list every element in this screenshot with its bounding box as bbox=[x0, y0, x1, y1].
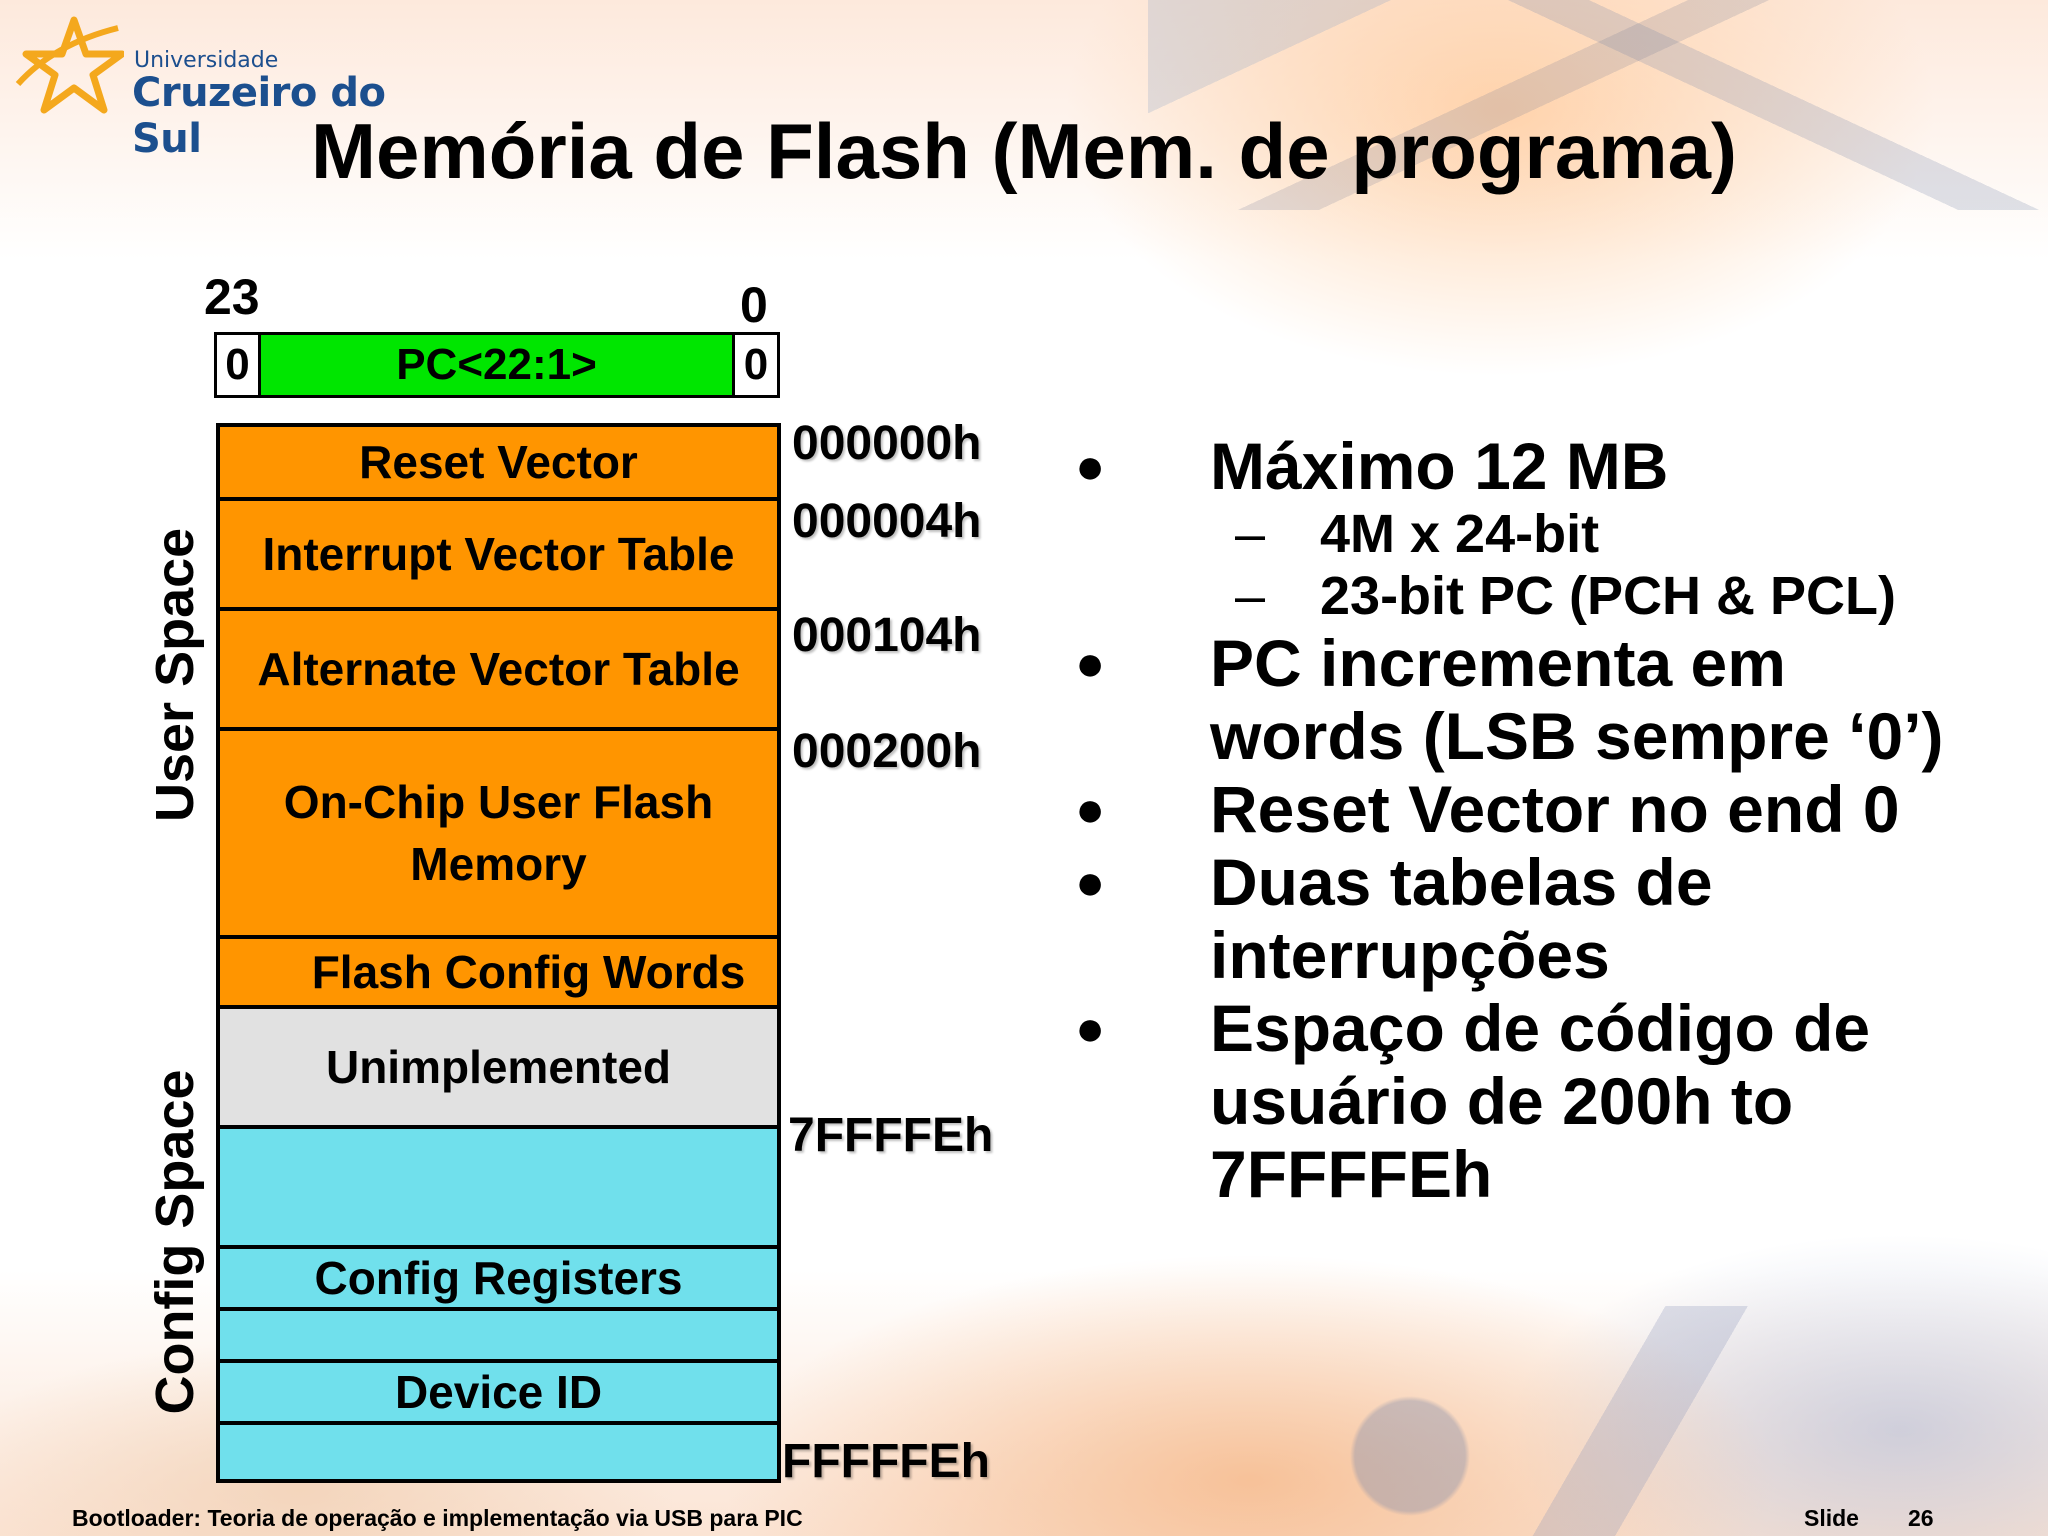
dash-icon: – bbox=[1235, 566, 1266, 626]
bullet-list: ● Máximo 12 MB – 4M x 24-bit – 23-bit PC… bbox=[1060, 430, 2020, 1211]
bullet-dot-icon: ● bbox=[1075, 854, 1106, 910]
star-icon bbox=[15, 16, 124, 114]
bullet-text-line: interrupções bbox=[1210, 918, 1610, 992]
bullet-item: ● Espaço de código de usuário de 200h to… bbox=[1060, 992, 2020, 1211]
footer-text: Bootloader: Teoria de operação e impleme… bbox=[72, 1505, 803, 1531]
bullet-dot-icon: ● bbox=[1075, 438, 1106, 494]
config-space-label: Config Space bbox=[145, 1069, 205, 1415]
bullet-text-line: usuário de 200h to bbox=[1210, 1064, 1794, 1138]
pc-left-bit: 0 bbox=[217, 335, 261, 395]
dash-icon: – bbox=[1235, 504, 1266, 564]
pc-right-bit: 0 bbox=[735, 335, 777, 395]
bullet-text: Reset Vector no end 0 bbox=[1210, 772, 1900, 846]
memory-block-config-registers: Config Registers bbox=[220, 1249, 777, 1311]
bullet-item: ● Máximo 12 MB bbox=[1060, 430, 2020, 503]
memory-block-config-spacer bbox=[220, 1311, 777, 1363]
background-decoration-top bbox=[1148, 0, 2048, 210]
sub-bullet-item: – 4M x 24-bit bbox=[1060, 503, 2020, 565]
address-label: 7FFFFEh bbox=[788, 1109, 994, 1162]
memory-block-alternate-vector-table: Alternate Vector Table bbox=[220, 611, 777, 731]
address-label: FFFFFEh bbox=[782, 1435, 990, 1488]
footer-slide-number: 26 bbox=[1908, 1505, 1934, 1531]
bullet-text-line: Espaço de código de bbox=[1210, 991, 1871, 1065]
bullet-item: ● PC incrementa em words (LSB sempre ‘0’… bbox=[1060, 627, 2020, 773]
memory-block-interrupt-vector-table: Interrupt Vector Table bbox=[220, 501, 777, 611]
bullet-text-line: words (LSB sempre ‘0’) bbox=[1210, 699, 1944, 773]
bullet-item: ● Reset Vector no end 0 bbox=[1060, 773, 2020, 846]
slide-title: Memória de Flash (Mem. de programa) bbox=[0, 106, 2048, 197]
memory-block-unimplemented: Unimplemented bbox=[220, 1009, 777, 1129]
bullet-item: ● Duas tabelas de interrupções bbox=[1060, 846, 2020, 992]
address-label: 000004h bbox=[792, 495, 982, 548]
address-label: 000000h bbox=[792, 417, 982, 470]
bullet-text-line: PC incrementa em bbox=[1210, 626, 1786, 700]
memory-map: Reset Vector Interrupt Vector Table Alte… bbox=[216, 423, 781, 1483]
pc-msb-label: 23 bbox=[204, 269, 260, 325]
memory-block-user-flash: On-Chip User Flash Memory bbox=[220, 731, 777, 939]
pc-lsb-label: 0 bbox=[740, 277, 768, 333]
bullet-dot-icon: ● bbox=[1075, 781, 1106, 837]
memory-block-reset-vector: Reset Vector bbox=[220, 427, 777, 501]
background-decoration-bottom bbox=[1150, 1306, 2048, 1536]
logo-university-text: Universidade bbox=[134, 48, 279, 73]
address-label: 000104h bbox=[792, 609, 982, 662]
bullet-dot-icon: ● bbox=[1075, 1000, 1106, 1056]
memory-block-config-bottom bbox=[220, 1425, 777, 1479]
bullet-text: Máximo 12 MB bbox=[1210, 429, 1669, 503]
user-space-label: User Space bbox=[145, 527, 205, 822]
sub-bullet-text: 23-bit PC (PCH & PCL) bbox=[1320, 566, 1897, 626]
memory-block-flash-config-words: Flash Config Words bbox=[220, 939, 777, 1009]
memory-block-device-id: Device ID bbox=[220, 1363, 777, 1425]
university-logo: Universidade Cruzeiro do Sul bbox=[14, 14, 454, 162]
bullet-dot-icon: ● bbox=[1075, 635, 1106, 691]
address-label: 000200h bbox=[792, 725, 982, 778]
sub-bullet-text: 4M x 24-bit bbox=[1320, 504, 1600, 564]
sub-bullet-item: – 23-bit PC (PCH & PCL) bbox=[1060, 565, 2020, 627]
pc-field: PC<22:1> bbox=[261, 335, 735, 395]
program-counter-register: 0 PC<22:1> 0 bbox=[214, 332, 780, 398]
bullet-text-line: 7FFFFEh bbox=[1210, 1137, 1493, 1211]
footer-slide-label: Slide bbox=[1804, 1505, 1859, 1531]
logo-name-text: Cruzeiro do Sul bbox=[132, 70, 386, 162]
slide-title-text: Memória de Flash (Mem. de programa) bbox=[311, 107, 1737, 195]
bullet-text-line: Duas tabelas de bbox=[1210, 845, 1713, 919]
memory-block-config-top bbox=[220, 1129, 777, 1249]
